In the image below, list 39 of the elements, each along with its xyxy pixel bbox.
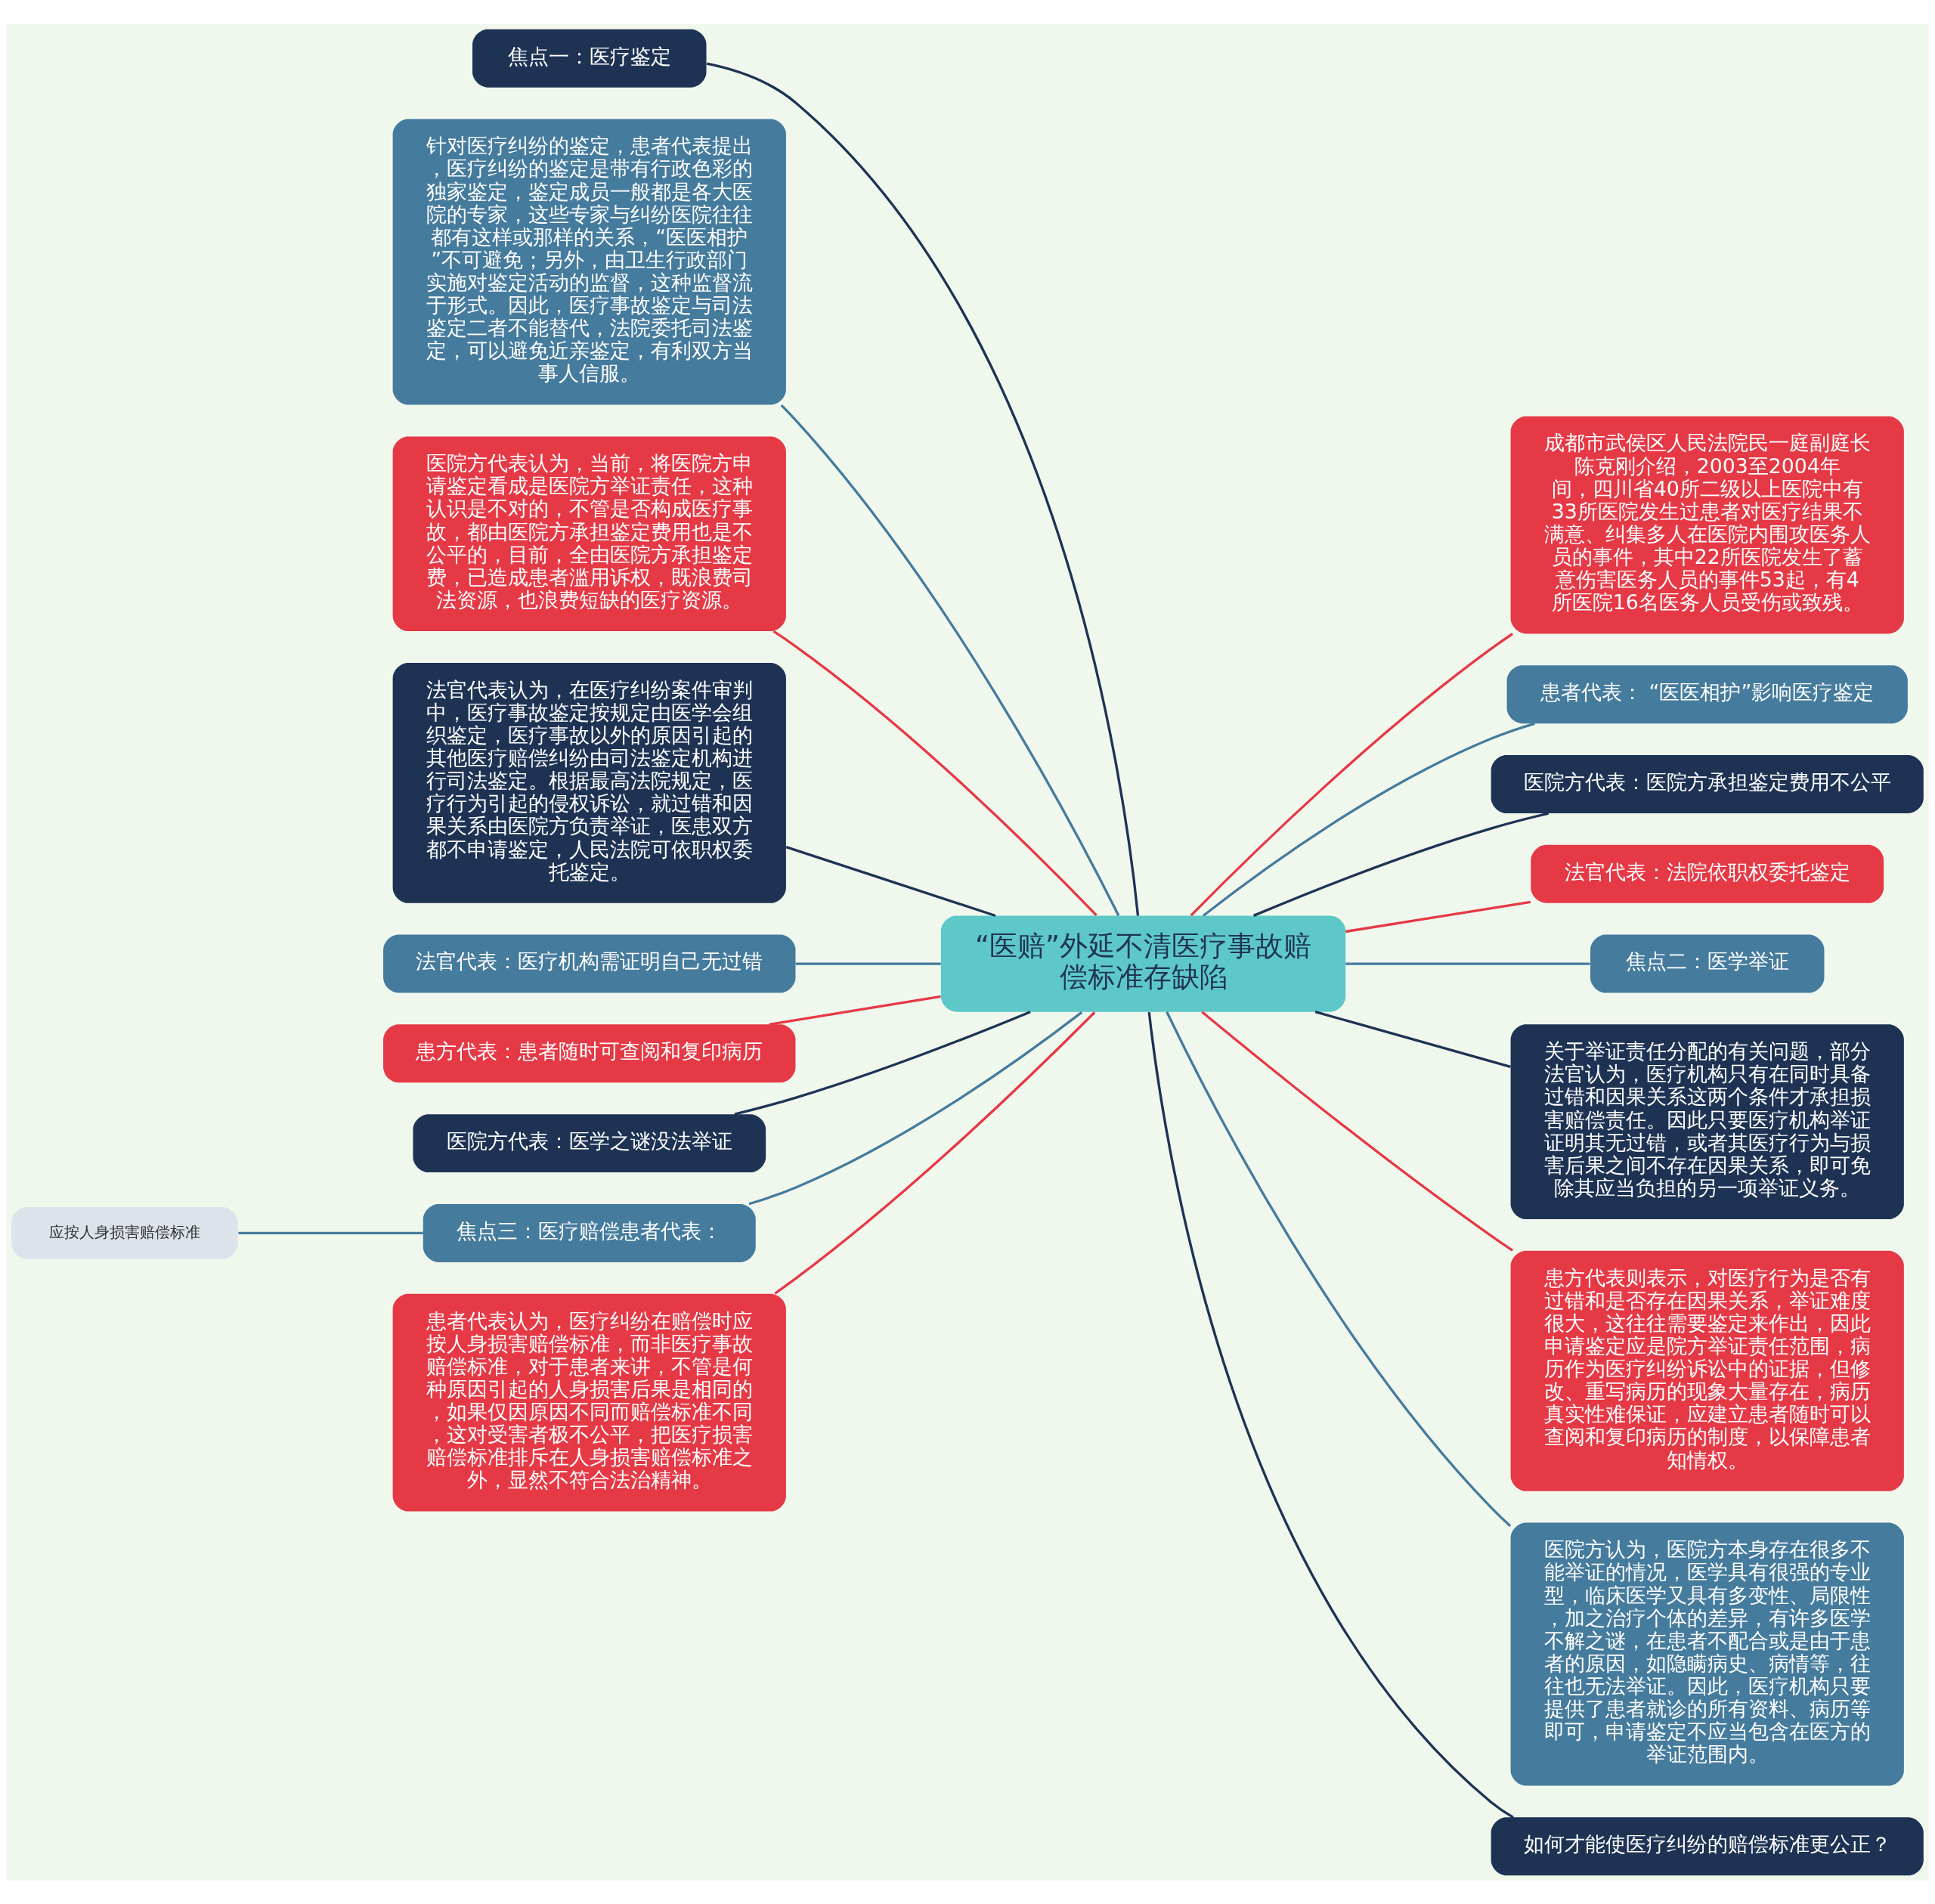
connector <box>780 404 1120 916</box>
node-box: 成都市武侯区人民法院民一庭副庭长陈克刚介绍，2003至2004年间，四川省40所二级以上医院中有33所医院发生过患者对医疗结果不满意、纠集多人在医院内围攻医务人员的事件，其中22所医院发生了蓄意伤害医务人员的事件53起，有4所医院16名医务人员受伤或致残。 <box>1510 416 1904 633</box>
node-box: 焦点三：医疗赔偿患者代表： <box>423 1203 756 1262</box>
node-box: 医院方代表：医学之谜没法举证 <box>413 1113 766 1172</box>
connector <box>795 961 941 965</box>
node-box: 医院方认为，医院方本身存在很多不能举证的情况，医学具有很强的专业型，临床医学又具有多变性、局限性，加之治疗个体的差异，有许多医学不解之谜，在患者不配合或是由于患者的原因，如隐瞒病史、病情等，往往也无法举证。因此，医疗机构只要提供了患者就诊的所有资料、病历等即可，申请鉴定不应当包含在医方的举证范围内。 <box>1510 1522 1904 1785</box>
connector <box>769 995 941 1026</box>
connector <box>1314 1010 1511 1068</box>
node-box: 焦点二：医学举证 <box>1590 934 1825 993</box>
connector <box>748 1011 1083 1205</box>
connector <box>1345 900 1531 933</box>
node-box: 患者代表： “医医相护”影响医疗鉴定 <box>1506 664 1908 723</box>
node-box: “医赔”外延不清医疗事故赔偿标准存缺陷 <box>940 915 1346 1012</box>
connector <box>774 1011 1096 1295</box>
connector <box>1252 812 1550 917</box>
node-box: 患者代表认为，医疗纠纷在赔偿时应按人身损害赔偿标准，而非医疗事故赔偿标准，对于患者来讲，不管是何种原因引起的人身损害后果是相同的，如果仅因原因不同而赔偿标准不同，这对受害者极不公平，把医疗损害赔偿标准排斥在人身损害赔偿标准之外，显然不符合法治精神。 <box>392 1293 786 1511</box>
connector <box>772 630 1098 916</box>
connector <box>238 1231 423 1234</box>
connector <box>1201 1010 1514 1252</box>
connector <box>706 62 1140 916</box>
node-box: 法官代表：医疗机构需证明自己无过错 <box>383 934 796 993</box>
node-box: 患方代表：患者随时可查阅和复印病历 <box>383 1023 796 1082</box>
node-box: 医院方代表认为，当前，将医院方申请鉴定看成是医院方举证责任，这种认识是不对的，不管是否构成医疗事故，都由医院方承担鉴定费用也是不公平的，目前，全由医院方承担鉴定费，已造成患者滥用诉权，既浪费司法资源，也浪费短缺的医疗资源。 <box>392 435 786 631</box>
node-box: 患方代表则表示，对医疗行为是否有过错和是否存在因果关系，举证难度很大，这往往需要鉴定来作出，因此申请鉴定应是院方举证责任范围，病历作为医疗纠纷诉讼中的证据，但修改、重写病历的现象大量存在，病历真实性难保证，应建立患者随时可以查阅和复印病历的制度，以保障患者知情权。 <box>1510 1250 1904 1491</box>
node-box: 针对医疗纠纷的鉴定，患者代表提出，医疗纠纷的鉴定是带有行政色彩的独家鉴定，鉴定成员一般都是各大医院的专家，这些专家与纠纷医院往往都有这样或那样的关系，“医医相护”不可避免；另外，由卫生行政部门实施对鉴定活动的监督，这种监督流于形式。因此，医疗事故鉴定与司法鉴定二者不能替代，法院委托司法鉴定，可以避免近亲鉴定，有利双方当事人信服。 <box>392 119 786 405</box>
node-box: 焦点一：医疗鉴定 <box>472 29 707 88</box>
connector <box>785 845 996 917</box>
node-box: 关于举证责任分配的有关问题，部分法官认为，医疗机构只有在同时具备过错和因果关系这两个条件才承担损害赔偿责任。因此只要医疗机构举证证明其无过错，或者其医疗行为与损害后果之间不存在因果关系，即可免除其应当负担的另一项举证义务。 <box>1510 1023 1904 1219</box>
node-box: 应按人身损害赔偿标准 <box>11 1206 238 1259</box>
node-box: 法官代表：法院依职权委托鉴定 <box>1531 844 1884 903</box>
connector <box>1147 1011 1514 1819</box>
connector <box>734 1010 1031 1116</box>
connector <box>1166 1011 1512 1527</box>
connector <box>1345 961 1590 965</box>
node-box: 法官代表认为，在医疗纠纷案件审判中，医疗事故鉴定按规定由医学会组织鉴定，医疗事故以外的原因引起的其他医疗赔偿纠纷由司法鉴定机构进行司法鉴定。根据最高法院规定，医疗行为引起的侵权诉讼，就过错和因果关系由医院方负责举证，医患双方都不申请鉴定，人民法院可依职权委托鉴定。 <box>392 662 786 903</box>
node-box: 如何才能使医疗纠纷的赔偿标准更公正？ <box>1491 1816 1924 1875</box>
connector <box>1190 632 1513 916</box>
node-box: 医院方代表：医院方承担鉴定费用不公平 <box>1491 754 1924 813</box>
connector <box>1202 722 1535 917</box>
